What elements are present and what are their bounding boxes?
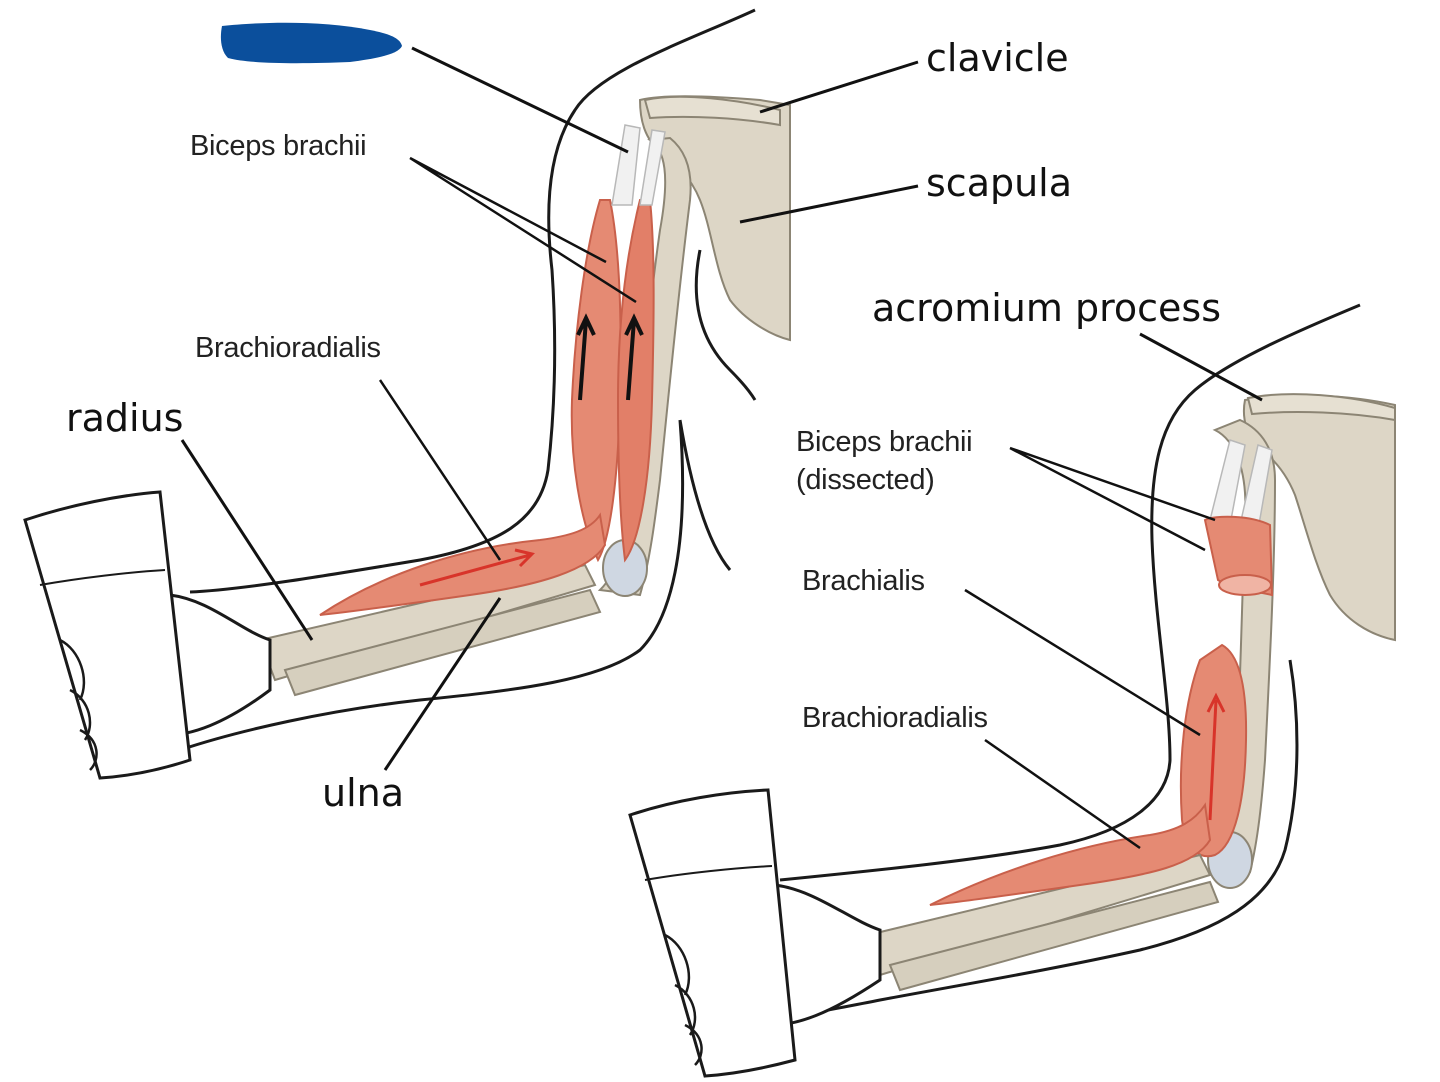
leader-clavicle (759, 60, 919, 114)
label-right-biceps-brachii: Biceps brachii (796, 426, 973, 458)
left-glass-water-line (39, 569, 166, 586)
left-fingers (59, 638, 98, 771)
right-fingers (664, 933, 703, 1066)
label-right-biceps-dissected: (dissected) (796, 464, 935, 496)
left-biceps-tendon-upper (611, 124, 666, 206)
label-right-brachioradialis: Brachioradialis (802, 702, 988, 734)
right-ulna-bone (888, 880, 1220, 992)
right-biceps-cut-face (1218, 574, 1272, 596)
left-brachioradialis-arrow (419, 548, 535, 587)
left-biceps-arrow-2 (624, 313, 644, 401)
label-ulna: ulna (322, 771, 405, 815)
left-biceps-muscle-long-head (616, 199, 655, 563)
leader-left-biceps (409, 156, 637, 304)
label-radius: radius (66, 396, 184, 440)
right-shoulder-outline (779, 303, 1361, 882)
right-brachialis-arrow (1206, 692, 1226, 821)
left-brachioradialis-muscle (319, 512, 607, 616)
right-arm (628, 303, 1396, 1078)
left-clavicle-bone (643, 95, 781, 127)
left-arm (23, 8, 919, 780)
leader-radius (180, 439, 314, 641)
right-brachioradialis-muscle (929, 802, 1212, 906)
label-acromium-process: acromium process (872, 286, 1221, 330)
label-scapula: scapula (926, 161, 1073, 205)
label-left-brachioradialis: Brachioradialis (195, 332, 381, 364)
redaction-mark (220, 22, 402, 64)
leader-left-brachioradialis (378, 379, 502, 561)
leader-right-brachialis (964, 588, 1201, 737)
left-back-outline (694, 249, 757, 401)
leader-scapula (739, 184, 919, 224)
leader-right-brachioradialis (984, 738, 1141, 850)
left-biceps-arrow-1 (576, 313, 596, 401)
leader-ulna (383, 597, 502, 771)
left-arm-underside-outline (179, 419, 732, 752)
right-arm-underside-outline (779, 659, 1299, 1022)
label-left-biceps-brachii: Biceps brachii (190, 130, 367, 162)
leader-right-biceps (1009, 446, 1216, 552)
leader-acromium-process (1139, 332, 1263, 402)
left-biceps-muscle-short-head (570, 199, 622, 563)
right-glass-water-line (644, 865, 773, 881)
right-glass (628, 788, 797, 1078)
label-clavicle: clavicle (926, 36, 1069, 80)
left-shoulder-outline (189, 8, 756, 594)
label-right-brachialis: Brachialis (802, 565, 925, 597)
left-glass (23, 490, 192, 780)
right-acromion-bone (1246, 393, 1396, 422)
leader-redacted (411, 46, 629, 154)
